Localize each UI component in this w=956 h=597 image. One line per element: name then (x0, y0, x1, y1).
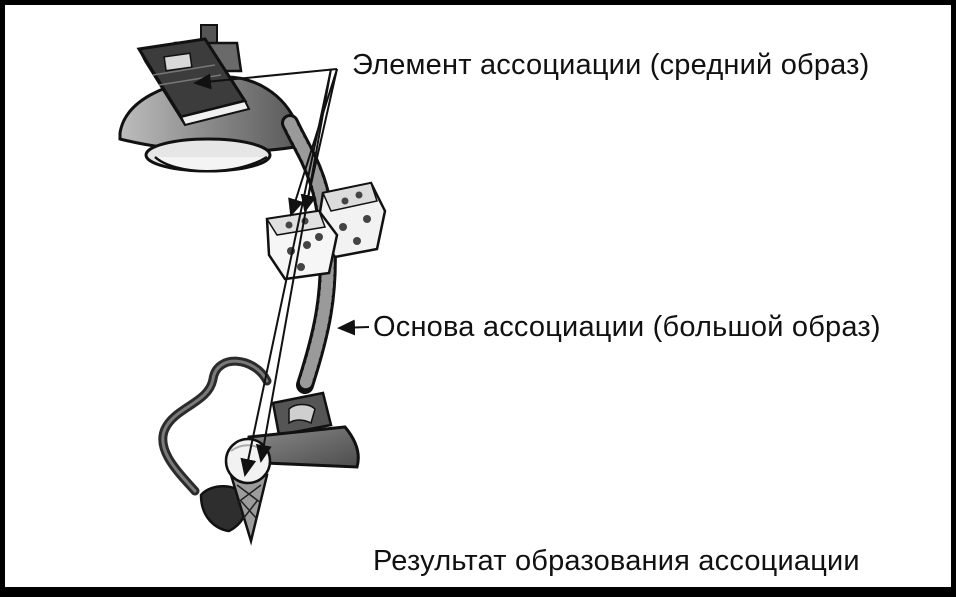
label-association-result: Результат образования ассоциации (373, 545, 860, 577)
arrow-to-telephone (255, 68, 332, 463)
arrow-to-dice-left (288, 68, 338, 217)
arrow-to-ice-cream (240, 68, 332, 477)
label-association-base: Основа ассоциации (большой образ) (373, 311, 881, 343)
arrow-to-book (193, 68, 338, 90)
association-arrows (193, 68, 370, 477)
telephone-icon (199, 391, 360, 533)
dice-icon (265, 181, 387, 281)
book-icon (136, 37, 251, 127)
arrow-to-lamp-neck (337, 319, 370, 336)
association-illustration (118, 24, 387, 546)
label-association-element: Элемент ассоциации (средний образ) (352, 49, 870, 81)
